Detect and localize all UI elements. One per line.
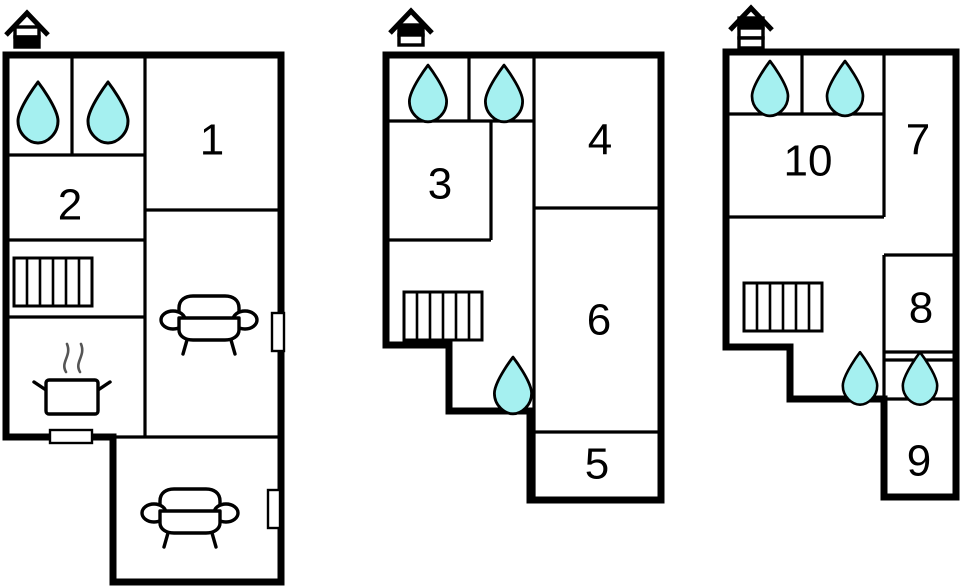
room-number-3: 3 bbox=[428, 160, 452, 209]
room-number-10: 10 bbox=[784, 137, 833, 186]
room-number-6: 6 bbox=[587, 296, 611, 345]
floor-level-icon-first bbox=[388, 7, 434, 47]
room-number-4: 4 bbox=[588, 116, 612, 165]
water-drop-icon-bath-9 bbox=[901, 350, 939, 406]
water-drop-icon-bath-8 bbox=[841, 350, 879, 406]
floor-level-icon-second bbox=[728, 4, 774, 50]
inner-walls-ground bbox=[6, 55, 281, 439]
water-drop-icon-bath-1 bbox=[16, 80, 60, 145]
room-number-8: 8 bbox=[909, 284, 933, 333]
floor-level-icon-ground bbox=[4, 9, 50, 49]
staircase-icon-first bbox=[402, 290, 484, 342]
room-number-1: 1 bbox=[200, 116, 224, 165]
water-drop-icon-bath-2 bbox=[86, 80, 130, 145]
plan-first-floor: 3 4 5 6 bbox=[382, 7, 665, 504]
room-number-5: 5 bbox=[585, 440, 609, 489]
room-number-2: 2 bbox=[58, 181, 82, 230]
water-drop-icon-bath-6 bbox=[750, 59, 790, 118]
staircase-icon-ground bbox=[12, 256, 94, 308]
window-opening-east-lower bbox=[266, 488, 282, 530]
outer-wall-first bbox=[382, 51, 665, 504]
water-drop-icon-bath-3 bbox=[408, 63, 448, 124]
window-opening-east-upper bbox=[270, 311, 286, 353]
room-number-9: 9 bbox=[907, 437, 931, 486]
water-drop-icon-bath-4 bbox=[484, 63, 524, 124]
water-drop-icon-bath-5 bbox=[493, 355, 533, 416]
room-number-7: 7 bbox=[906, 116, 930, 165]
water-drop-icon-bath-7 bbox=[825, 59, 865, 118]
plan-ground-floor: 1 2 bbox=[2, 9, 286, 586]
outer-wall-ground bbox=[2, 51, 285, 586]
door-opening-south bbox=[48, 428, 94, 445]
staircase-icon-second bbox=[742, 281, 824, 333]
plan-second-floor: 7 8 9 10 bbox=[722, 4, 960, 501]
